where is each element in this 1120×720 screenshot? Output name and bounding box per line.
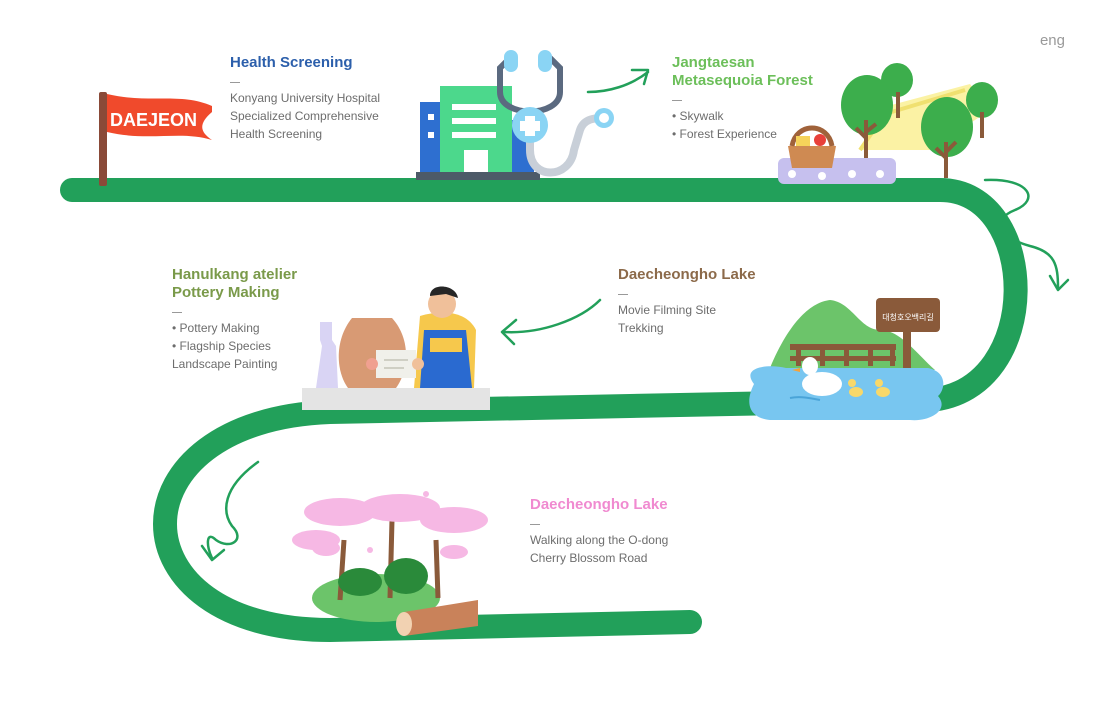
stop-title: Daecheongho Lake (530, 496, 668, 513)
language-toggle[interactable]: eng (1039, 32, 1065, 49)
forest-icon (778, 63, 998, 184)
divider (672, 100, 682, 101)
stop-pottery-making[interactable]: Hanulkang atelier Pottery Making • Potte… (172, 266, 297, 373)
flag-text: DAEJEON (110, 110, 197, 130)
arrow-icon-4 (206, 460, 260, 560)
stop-health-screening[interactable]: Health Screening Konyang University Hosp… (230, 54, 380, 143)
stop-title: Daecheongho Lake (618, 266, 756, 283)
arrow-icon-1 (586, 70, 650, 94)
stop-description: Movie Filming Site Trekking (618, 303, 717, 335)
arrow-icon-2 (983, 178, 1060, 290)
divider (230, 82, 240, 83)
stop-description: • Skywalk • Forest Experience (672, 109, 777, 141)
stop-cherry-blossom-road[interactable]: Daecheongho Lake Walking along the O-don… (530, 496, 668, 567)
divider (172, 312, 182, 313)
stethoscope-icon (497, 50, 614, 177)
stop-description: Walking along the O-dong Cherry Blossom … (530, 533, 669, 565)
stop-daecheongho-lake-trekking[interactable]: Daecheongho Lake Movie Filming Site Trek… (618, 266, 756, 337)
arrow-icon-3 (502, 298, 602, 334)
cherry-blossom-icon (292, 491, 488, 636)
stop-title: Health Screening (230, 54, 353, 71)
stop-title: Jangtaesan Metasequoia Forest (672, 54, 813, 89)
pottery-icon (302, 286, 490, 410)
stop-description: Konyang University Hospital Specialized … (230, 91, 381, 141)
stop-title: Hanulkang atelier Pottery Making (172, 266, 298, 301)
stop-metasequoia-forest[interactable]: Jangtaesan Metasequoia Forest • Skywalk … (672, 54, 813, 143)
daejeon-flag: DAEJEON (99, 92, 212, 186)
divider (530, 524, 540, 525)
divider (618, 294, 628, 295)
lake-icon: 대청호오백리길 (749, 298, 944, 421)
route-path (60, 178, 1028, 643)
lake-sign-text: 대청호오백리길 (882, 312, 934, 322)
stop-description: • Pottery Making • Flagship Species Land… (172, 321, 278, 371)
